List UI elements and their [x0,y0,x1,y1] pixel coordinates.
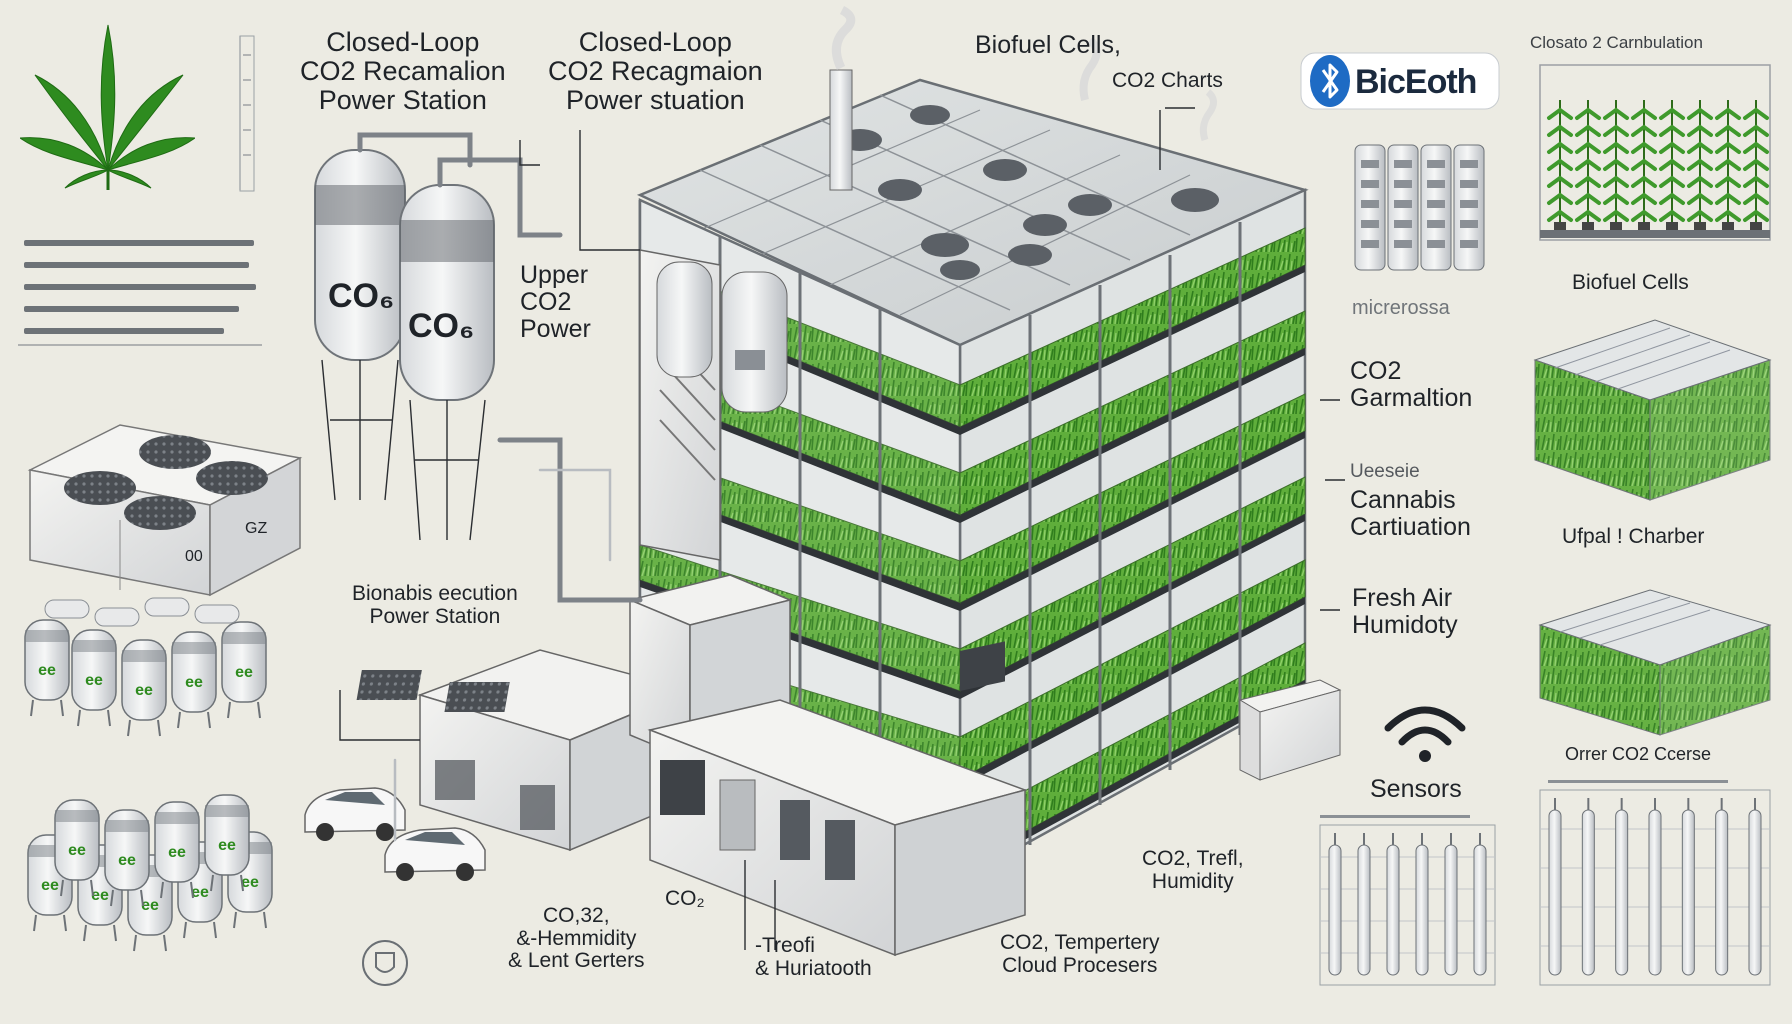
title-closed-loop-1: Closed-Loop CO2 Recamalion Power Station [300,27,506,116]
label-co2-32-humidity: CO,32, &-Hemmidity & Lent Gerters [508,904,645,973]
sensor-probe [1615,798,1629,976]
label-fresh-air-humidity: Fresh Air Humidoty [1352,584,1458,639]
greenhouse-tower [636,5,1309,883]
label-upper-chamber: Ufpal ! Charber [1562,525,1705,548]
sensor-probe [1473,833,1487,976]
mini-greenhouse-2 [1538,589,1772,736]
tank-cluster-upper: ee ee ee ee ee [24,597,267,737]
box-badge-2: GZ [245,520,268,537]
server-rack [1387,144,1419,271]
fan-units [27,424,303,597]
power-station-module [356,574,1342,957]
tank-badge: ee [241,874,259,891]
tank-badge: ee [141,897,159,914]
gas-tank: ee [204,794,250,892]
label-offer-co2: Orrer CO2 Ccerse [1565,744,1712,764]
bluetooth-icon [1310,55,1350,107]
stair-module [639,249,788,561]
sensor-probe [1715,798,1729,976]
sensor-probe [1681,798,1695,976]
server-rack [1354,144,1386,271]
car-2 [384,827,486,881]
tank-badge: ee [235,664,253,681]
sensor-grid-2 [1539,789,1771,986]
tank-badge: ee [68,842,86,859]
tank-badge: ee [38,662,56,679]
label-co2-temp-cloud: CO2, Tempertery Cloud Procesers [1000,931,1160,977]
tank-badge: ee [91,887,109,904]
label-micro: micrerossa [1352,297,1450,319]
tank-badge: ee [191,884,209,901]
brand-name: BicEoth [1355,63,1477,101]
shield-emblem-icon [362,940,408,986]
plant-rack-top [1539,64,1771,241]
sensor-probe [1648,798,1662,976]
car-1 [304,787,406,841]
label-sensors: Sensors [1370,775,1462,803]
tank-badge: ee [135,682,153,699]
gas-tank: ee [104,809,150,907]
sensor-probe [1386,833,1400,976]
server-rack [1420,144,1452,271]
co2-silos [314,132,563,541]
sensor-probe [1748,798,1762,976]
sensor-probe [1548,798,1562,976]
server-rack [1453,144,1485,271]
label-upper-co2-power: Upper CO2 Power [520,261,591,343]
label-co2-charts: CO2 Charts [1112,69,1223,92]
gas-tank: ee [71,629,117,727]
sensor-grid-1 [1319,824,1496,986]
label-tref-huriatooth: -Treofi & Huriatooth [755,934,872,980]
sensor-probe [1328,833,1342,976]
tank-badge: ee [85,672,103,689]
gas-tank: ee [24,619,70,717]
bluetooth-brand-badge [1300,52,1500,110]
left-text-block [24,240,256,334]
tank-badge: ee [118,852,136,869]
tank-badge: ee [218,837,236,854]
label-cannabis-cultivation: Cannabis Cartiuation [1350,486,1471,541]
gas-tank: ee [221,621,267,719]
tank-badge: ee [185,674,203,691]
title-closed-loop-2: Closed-Loop CO2 Recagmaion Power stuatio… [548,27,763,116]
label-biofuel-cells-right: Biofuel Cells [1572,271,1689,294]
box-badge-1: 00 [185,548,203,565]
wifi-icon [1384,706,1466,762]
tank-badge: ee [41,877,59,894]
gas-tank: ee [54,799,100,897]
tank-badge: ee [168,844,186,861]
label-bionabis-power-station: Bionabis eecution Power Station [352,582,518,628]
mini-greenhouse-1 [1533,319,1772,501]
sensor-probe [1357,833,1371,976]
leader-lines [339,107,1345,950]
silo-label-2: CO₆ [408,307,475,345]
sensor-probe [1415,833,1429,976]
label-top-right-caption: Closato 2 Carnbulation [1530,33,1703,52]
cannabis-leaf-icon [20,24,195,190]
label-co2-small: CO₂ [665,887,705,910]
server-racks [1354,144,1485,271]
sensor-probe [1444,833,1458,976]
gas-tank: ee [121,639,167,737]
silo-label-1: CO₆ [328,277,395,315]
sensor-probe [1581,798,1595,976]
gas-tank: ee [154,801,200,899]
label-co2-tref-humidity: CO2, Trefl, Humidity [1142,847,1244,893]
label-cannabis-pre: Ueeseie [1350,461,1420,482]
label-biofuel-top: Biofuel Cells, [975,31,1121,59]
label-co2-garmaltion: CO2 Garmaltion [1350,357,1473,412]
gas-tank: ee [171,631,217,729]
tank-cluster-lower: ee ee ee ee ee ee ee ee ee [27,794,273,952]
